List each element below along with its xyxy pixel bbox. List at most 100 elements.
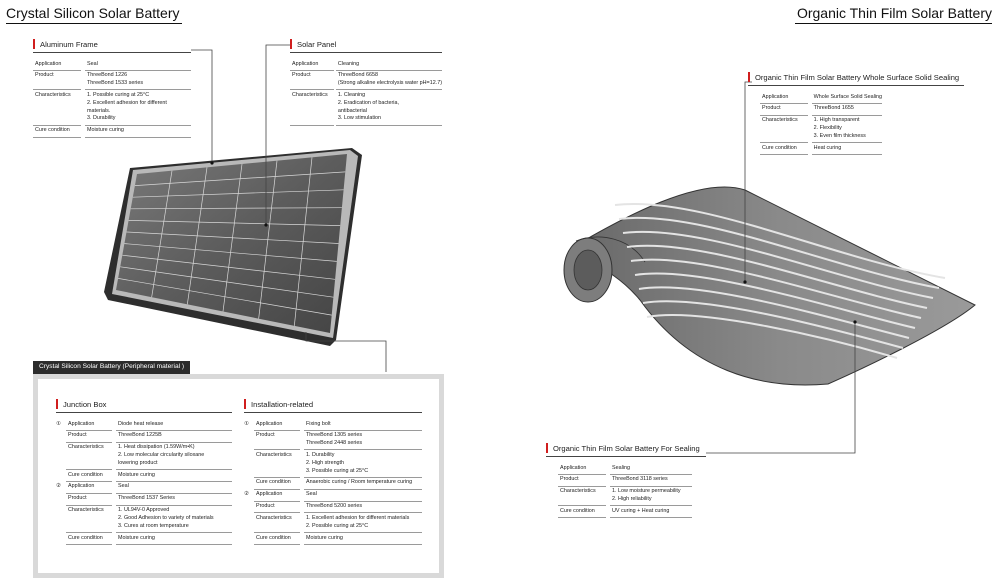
spec-value-line: 1. Excellent adhesion for different mate… — [306, 514, 410, 521]
spec-value: UV curing + Heat curing — [610, 505, 692, 519]
item-number: ① — [56, 420, 61, 427]
solar-panel-heading: Solar Panel — [297, 39, 337, 49]
spec-value-line: ThreeBond 1305 series — [306, 432, 363, 439]
spec-value-line: 1. Low moisture permeability — [612, 488, 681, 495]
leader-lines — [191, 44, 857, 454]
spec-value-line: Anaerobic curing / Room temperature curi… — [306, 479, 413, 486]
spec-key: Characteristics — [290, 89, 334, 126]
spec-value-line: 2. Excellent adhesion for different — [87, 99, 167, 106]
spec-value-line: 3. Durability — [87, 115, 116, 122]
organic-whole-surface-heading: Organic Thin Film Solar Battery Whole Su… — [755, 72, 960, 82]
spec-value-line: 1. High transparent — [813, 117, 860, 124]
spec-value-line: 1. Heat dissipation (1.59W/m•K) — [118, 444, 195, 451]
spec-value: ThreeBond 1655 — [811, 103, 882, 116]
installation-related-heading: Installation-related — [251, 399, 314, 409]
spec-key: Application — [66, 419, 112, 431]
aluminum-frame-heading: Aluminum Frame — [40, 39, 98, 49]
spec-value-line: 2. Good Adhesion to variety of materials — [118, 514, 214, 521]
spec-key: Application — [558, 463, 606, 475]
red-marker-icon — [33, 39, 35, 49]
peripheral-material-box: Junction Box ① Application Diode heat rele… — [33, 374, 444, 578]
spec-key: Product — [290, 70, 334, 91]
junction-box-heading: Junction Box — [63, 399, 107, 409]
spec-value-line: ThreeBond 3118 series — [612, 476, 668, 483]
spec-key: Cure condition — [254, 477, 300, 490]
organic-film-illustration — [563, 186, 976, 386]
spec-value-line: Fixing bolt — [306, 420, 331, 427]
spec-value: Seal — [304, 489, 422, 502]
spec-row: Product ThreeBond 1537 Series — [56, 493, 232, 506]
spec-key: Product — [254, 501, 300, 514]
spec-key: Application — [290, 59, 334, 71]
spec-value: ThreeBond 5200 series — [304, 501, 422, 514]
spec-value-line: ThreeBond 1655 — [813, 105, 854, 112]
spec-key: Cure condition — [66, 469, 112, 482]
item-number — [56, 505, 66, 532]
spec-value-line: 3. Cures at room temperature — [118, 522, 189, 529]
item-number — [56, 533, 66, 545]
spec-value-line: 1. Durability — [306, 451, 335, 458]
item-number — [244, 501, 254, 513]
spec-value-line: Heat curing — [813, 144, 842, 151]
spec-value-line: Seal — [118, 483, 129, 490]
spec-value-line: ThreeBond 1226 — [87, 72, 128, 79]
organic-thin-film-title: Organic Thin Film Solar Battery — [794, 5, 992, 24]
spec-key: Product — [33, 70, 81, 91]
spec-value: ThreeBond 6658(Strong alkaline electroly… — [335, 70, 442, 91]
item-number: ① — [244, 420, 249, 427]
spec-value-line: 3. Possible curing at 25°C — [306, 467, 369, 474]
spec-value-line: Diode heat release — [118, 420, 164, 427]
red-marker-icon — [244, 399, 246, 409]
spec-value-line: Sealing — [612, 464, 630, 471]
spec-value-line: 1. Possible curing at 25°C — [87, 91, 150, 98]
crystal-silicon-title: Crystal Silicon Solar Battery — [6, 5, 182, 24]
spec-value-line: antibacterial — [337, 107, 367, 114]
spec-value-line: ThreeBond 5200 series — [306, 503, 363, 510]
spec-value-line: ThreeBond 1533 series — [87, 80, 144, 87]
spec-row: Characteristics 1. Excellent adhesion for… — [244, 512, 422, 534]
red-marker-icon — [290, 39, 292, 49]
item-number — [244, 477, 254, 489]
item-number: ② — [244, 490, 249, 497]
spec-value-line: 1. UL94V-0 Approved — [118, 507, 170, 514]
spec-row: ① Application Diode heat release — [56, 419, 232, 431]
spec-value-line: ThreeBond 2448 series — [306, 440, 363, 447]
spec-value: Moisture curing — [116, 469, 232, 482]
spec-value-line: materials. — [87, 107, 111, 114]
spec-value-line: Seal — [87, 60, 98, 67]
spec-key: Cure condition — [66, 532, 112, 545]
spec-key: Product — [66, 493, 112, 506]
spec-value-line: 2. Eradication of bacteria, — [337, 99, 400, 106]
spec-value-line: ThreeBond 1225B — [118, 432, 162, 439]
spec-key: Cure condition — [254, 532, 300, 545]
spec-value: ThreeBond 3118 series — [610, 474, 692, 487]
spec-key: Product — [254, 430, 300, 451]
item-number — [244, 533, 254, 545]
spec-row: Product ThreeBond 5200 series — [244, 501, 422, 514]
spec-row: Cure condition Moisture curing — [56, 469, 232, 482]
spec-key: Characteristics — [254, 512, 300, 534]
spec-value-line: ThreeBond 1537 Series — [118, 495, 175, 502]
red-marker-icon — [56, 399, 58, 409]
